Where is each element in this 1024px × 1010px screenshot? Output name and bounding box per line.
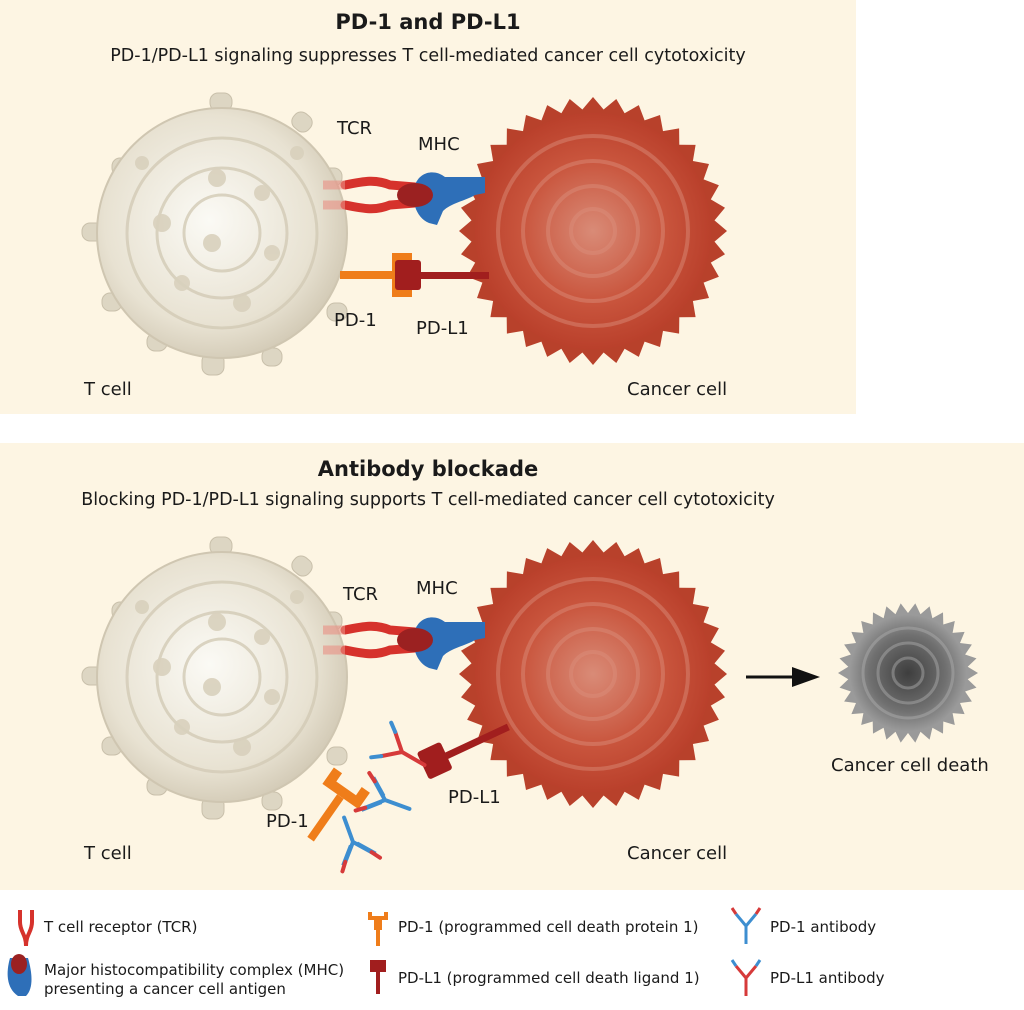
dead-cancer-cell [836, 601, 980, 745]
cancer-cell-bottom [457, 538, 729, 810]
legend-tcr-icon [18, 910, 34, 947]
legend-pd1-label: PD-1 (programmed cell death protein 1) [398, 918, 699, 936]
cancer-cell-label-bottom: Cancer cell [627, 843, 728, 864]
t-cell-label-top: T cell [84, 379, 132, 400]
mhc-label-top: MHC [418, 134, 460, 155]
legend-pdl1-icon [370, 960, 386, 994]
pd1-label-top: PD-1 [334, 310, 377, 331]
legend-mhc-label-line2: presenting a cancer cell antigen [44, 980, 286, 998]
cancer-cell-top [457, 95, 729, 367]
top-panel-subtitle: PD-1/PD-L1 signaling suppresses T cell-m… [110, 46, 746, 66]
cancer-cell-label-top: Cancer cell [627, 379, 728, 400]
legend-mhc-label-line1: Major histocompatibility complex (MHC) [44, 961, 345, 979]
pd1-antibody-bottom-2 [323, 808, 383, 874]
top-panel-title: PD-1 and PD-L1 [335, 10, 521, 34]
cancer-cell-death-label: Cancer cell death [831, 755, 989, 776]
legend-pdl1-antibody-icon [730, 959, 762, 996]
tcr-label-top: TCR [337, 118, 373, 139]
tcr-label-bottom: TCR [343, 584, 379, 605]
t-cell-bottom [80, 535, 349, 821]
legend-pd1-icon [368, 912, 388, 946]
legend-mhc-icon [7, 954, 32, 996]
pd1-label-bottom: PD-1 [266, 811, 309, 832]
arrow-head [792, 667, 820, 687]
mhc-label-bottom: MHC [416, 578, 458, 599]
t-cell-label-bottom: T cell [84, 843, 132, 864]
legend-pdl1-antibody-label: PD-L1 antibody [770, 969, 885, 987]
legend-pd1-antibody-icon [730, 907, 762, 944]
t-cell-top [80, 91, 349, 377]
legend-pdl1-label: PD-L1 (programmed cell death ligand 1) [398, 969, 700, 987]
legend-tcr-label: T cell receptor (TCR) [44, 918, 198, 936]
bottom-panel-title: Antibody blockade [317, 457, 539, 481]
legend-pd1-antibody-label: PD-1 antibody [770, 918, 877, 936]
pdl1-label-top: PD-L1 [416, 318, 469, 339]
pd1-antibody-bottom-1 [353, 770, 419, 830]
pdl1-label-bottom: PD-L1 [448, 787, 501, 808]
bottom-panel-subtitle: Blocking PD-1/PD-L1 signaling supports T… [81, 490, 775, 510]
